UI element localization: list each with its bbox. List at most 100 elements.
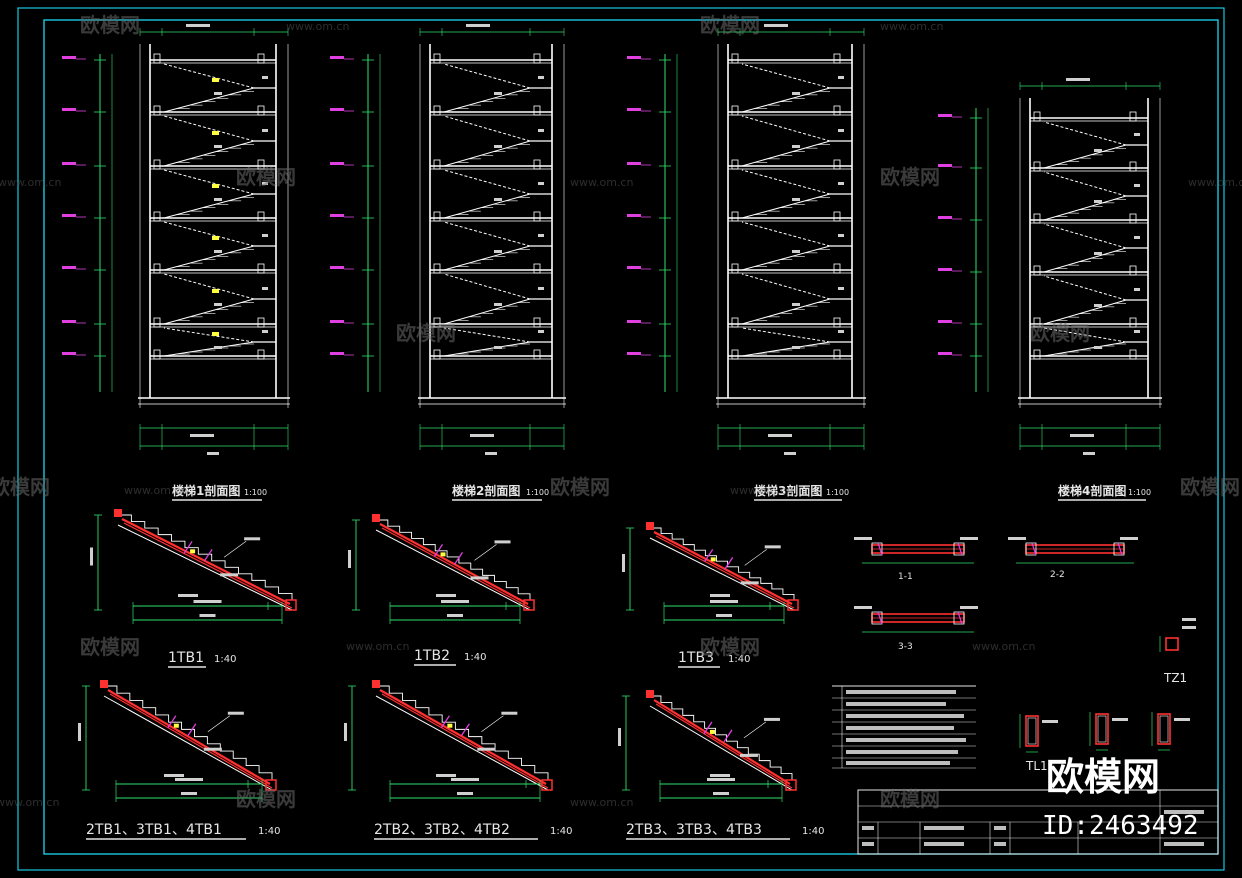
stair-flight: [443, 193, 531, 219]
stair-beam: [833, 53, 841, 64]
leader-line: [223, 541, 247, 558]
stair-section-2: [330, 24, 566, 455]
stair-beam: [153, 349, 161, 360]
section-cut-mark: [723, 729, 733, 743]
stair-sections-group: [62, 24, 1162, 455]
stair-flight: [163, 87, 255, 113]
stair-flight-dashed: [1043, 223, 1127, 249]
beam-label: [1042, 720, 1058, 723]
detail-title-5: 2TB2、3TB2、4TB2 1:40: [374, 822, 572, 840]
stair-beam: [1129, 317, 1137, 328]
beam-tag: [262, 287, 268, 290]
stair-beam: [1129, 111, 1137, 122]
elevation-mark: [938, 114, 952, 117]
beam-tag: [1134, 133, 1140, 136]
column-label: [1182, 618, 1196, 621]
annotation-mark: [709, 729, 715, 734]
stair-flight-dashed: [1043, 327, 1127, 343]
beam-tag: [838, 182, 844, 185]
stair-flight: [741, 245, 831, 271]
cut-label-text: [854, 537, 872, 540]
stair-beam: [533, 349, 541, 360]
dimension-text: [618, 728, 621, 746]
design-notes-table: [832, 685, 976, 769]
flight-tag: [494, 198, 502, 201]
stair-flight: [741, 341, 831, 357]
stair-flight: [163, 298, 255, 325]
rebar-label: [436, 774, 456, 777]
detail-scale-text: 1:40: [550, 826, 572, 837]
beam-tag: [838, 330, 844, 333]
beam-stirrup: [1027, 717, 1037, 745]
dimension-text: [441, 600, 469, 603]
stair-beam: [833, 105, 841, 116]
elevation-mark: [330, 56, 344, 59]
rebar-end: [785, 779, 797, 791]
slab-bottom: [375, 529, 531, 611]
stair-beam: [731, 159, 739, 170]
stair-beam: [153, 53, 161, 64]
stair-flight: [741, 140, 831, 167]
rebar-label: [227, 711, 244, 715]
rebar-hook: [100, 680, 108, 688]
elevation-mark: [62, 266, 76, 269]
dimension-text: [344, 723, 347, 741]
flight-tag: [494, 145, 502, 148]
beam-tag: [538, 330, 544, 333]
cut-beam: [953, 611, 965, 625]
stair-beam: [533, 317, 541, 328]
beam-tag: [1134, 184, 1140, 187]
dimension-text: [1066, 78, 1090, 81]
watermark-brand: 欧模网: [700, 635, 760, 659]
stair-flight: [1043, 195, 1127, 221]
elevation-mark: [62, 214, 76, 217]
elevation-mark: [62, 56, 76, 59]
section-cut-mark: [704, 548, 714, 562]
watermark-url: www.om.cn: [570, 796, 633, 809]
stair-beam: [533, 263, 541, 274]
stair-flight: [741, 298, 831, 325]
watermark-url: www.om.cn: [0, 796, 59, 809]
beam-tag: [262, 76, 268, 79]
beam-label: [1174, 718, 1190, 721]
cut-mark: [957, 611, 963, 625]
stair-beam: [433, 317, 441, 328]
leader-line: [474, 544, 497, 561]
section-title-text: 楼梯3剖面图: [754, 483, 822, 498]
detail-title-text: 1TB2: [414, 648, 450, 664]
stair-detail-group: [78, 509, 1196, 802]
stair-flight-dashed: [1043, 121, 1127, 146]
dimension-text: [175, 778, 203, 781]
stair-beam: [833, 349, 841, 360]
leader-line: [744, 549, 767, 566]
cut-mark: [957, 542, 963, 556]
stair-beam: [153, 159, 161, 170]
stair-flight: [443, 140, 531, 167]
dimension-text: [470, 434, 494, 437]
section-cut-mark: [203, 548, 213, 562]
cut-mark: [1117, 542, 1123, 556]
detail-title-2: 1TB2 1:40: [414, 648, 486, 666]
cut-label-1: 1-1: [898, 572, 913, 582]
stair-beam: [1033, 349, 1041, 360]
title-block: [857, 789, 1219, 855]
detail-title-4: 2TB1、3TB1、4TB1 1:40: [86, 822, 280, 840]
stair-beam: [833, 263, 841, 274]
flight-tag: [1094, 149, 1102, 152]
elevation-mark: [330, 320, 344, 323]
stair-beam: [433, 159, 441, 170]
stair-flight-dashed: [163, 327, 255, 343]
beam-detail-1: [1019, 714, 1058, 753]
detail-scale-text: 1:40: [728, 654, 750, 665]
watermark-url: www.om.cn: [0, 176, 61, 189]
stair-beam: [257, 105, 265, 116]
cut-section-1: [854, 537, 978, 564]
dimension-text: [348, 550, 351, 568]
dimension-text: [451, 778, 479, 781]
cut-mark: [877, 542, 883, 556]
stair-flight-dashed: [163, 63, 255, 89]
detail-title-text: 2TB2、3TB2、4TB2: [374, 822, 510, 838]
stair-beam: [533, 53, 541, 64]
elevation-mark: [627, 352, 641, 355]
rebar-label: [501, 711, 518, 715]
